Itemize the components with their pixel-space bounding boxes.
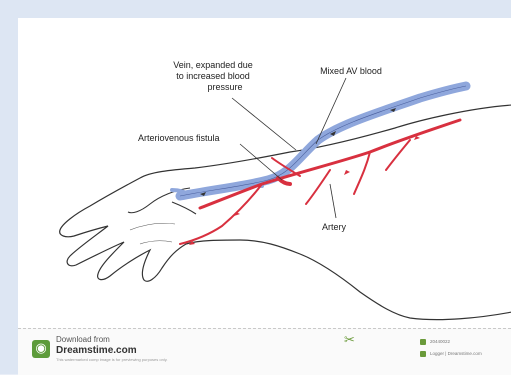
fistula-connection xyxy=(278,178,290,184)
credit-icon xyxy=(420,351,426,357)
download-from-text: Download from xyxy=(56,335,110,344)
arm-outline xyxy=(60,105,511,320)
id-icon xyxy=(420,339,426,345)
scissors-icon: ✂ xyxy=(344,333,355,348)
vein-label: Vein, expanded due to increased blood pr… xyxy=(158,60,268,93)
dreamstime-logo-icon: ◉ xyxy=(32,340,50,358)
mixed-av-label: Mixed AV blood xyxy=(306,66,396,77)
artery-label: Artery xyxy=(322,222,358,233)
fistula-label: Arteriovenous fistula xyxy=(138,133,244,144)
fistula-leader xyxy=(240,144,282,180)
notice-text: This watermarked comp image is for previ… xyxy=(56,357,168,362)
image-id-text: 20440022 xyxy=(430,339,450,344)
palm-creases xyxy=(130,223,175,244)
credit-text: Logger | Dreamstime.com xyxy=(430,351,482,356)
watermark-footer: ◉ Download from Dreamstime.com This wate… xyxy=(18,328,511,375)
brand-text[interactable]: Dreamstime.com xyxy=(56,345,137,356)
artery-leader xyxy=(330,184,336,218)
